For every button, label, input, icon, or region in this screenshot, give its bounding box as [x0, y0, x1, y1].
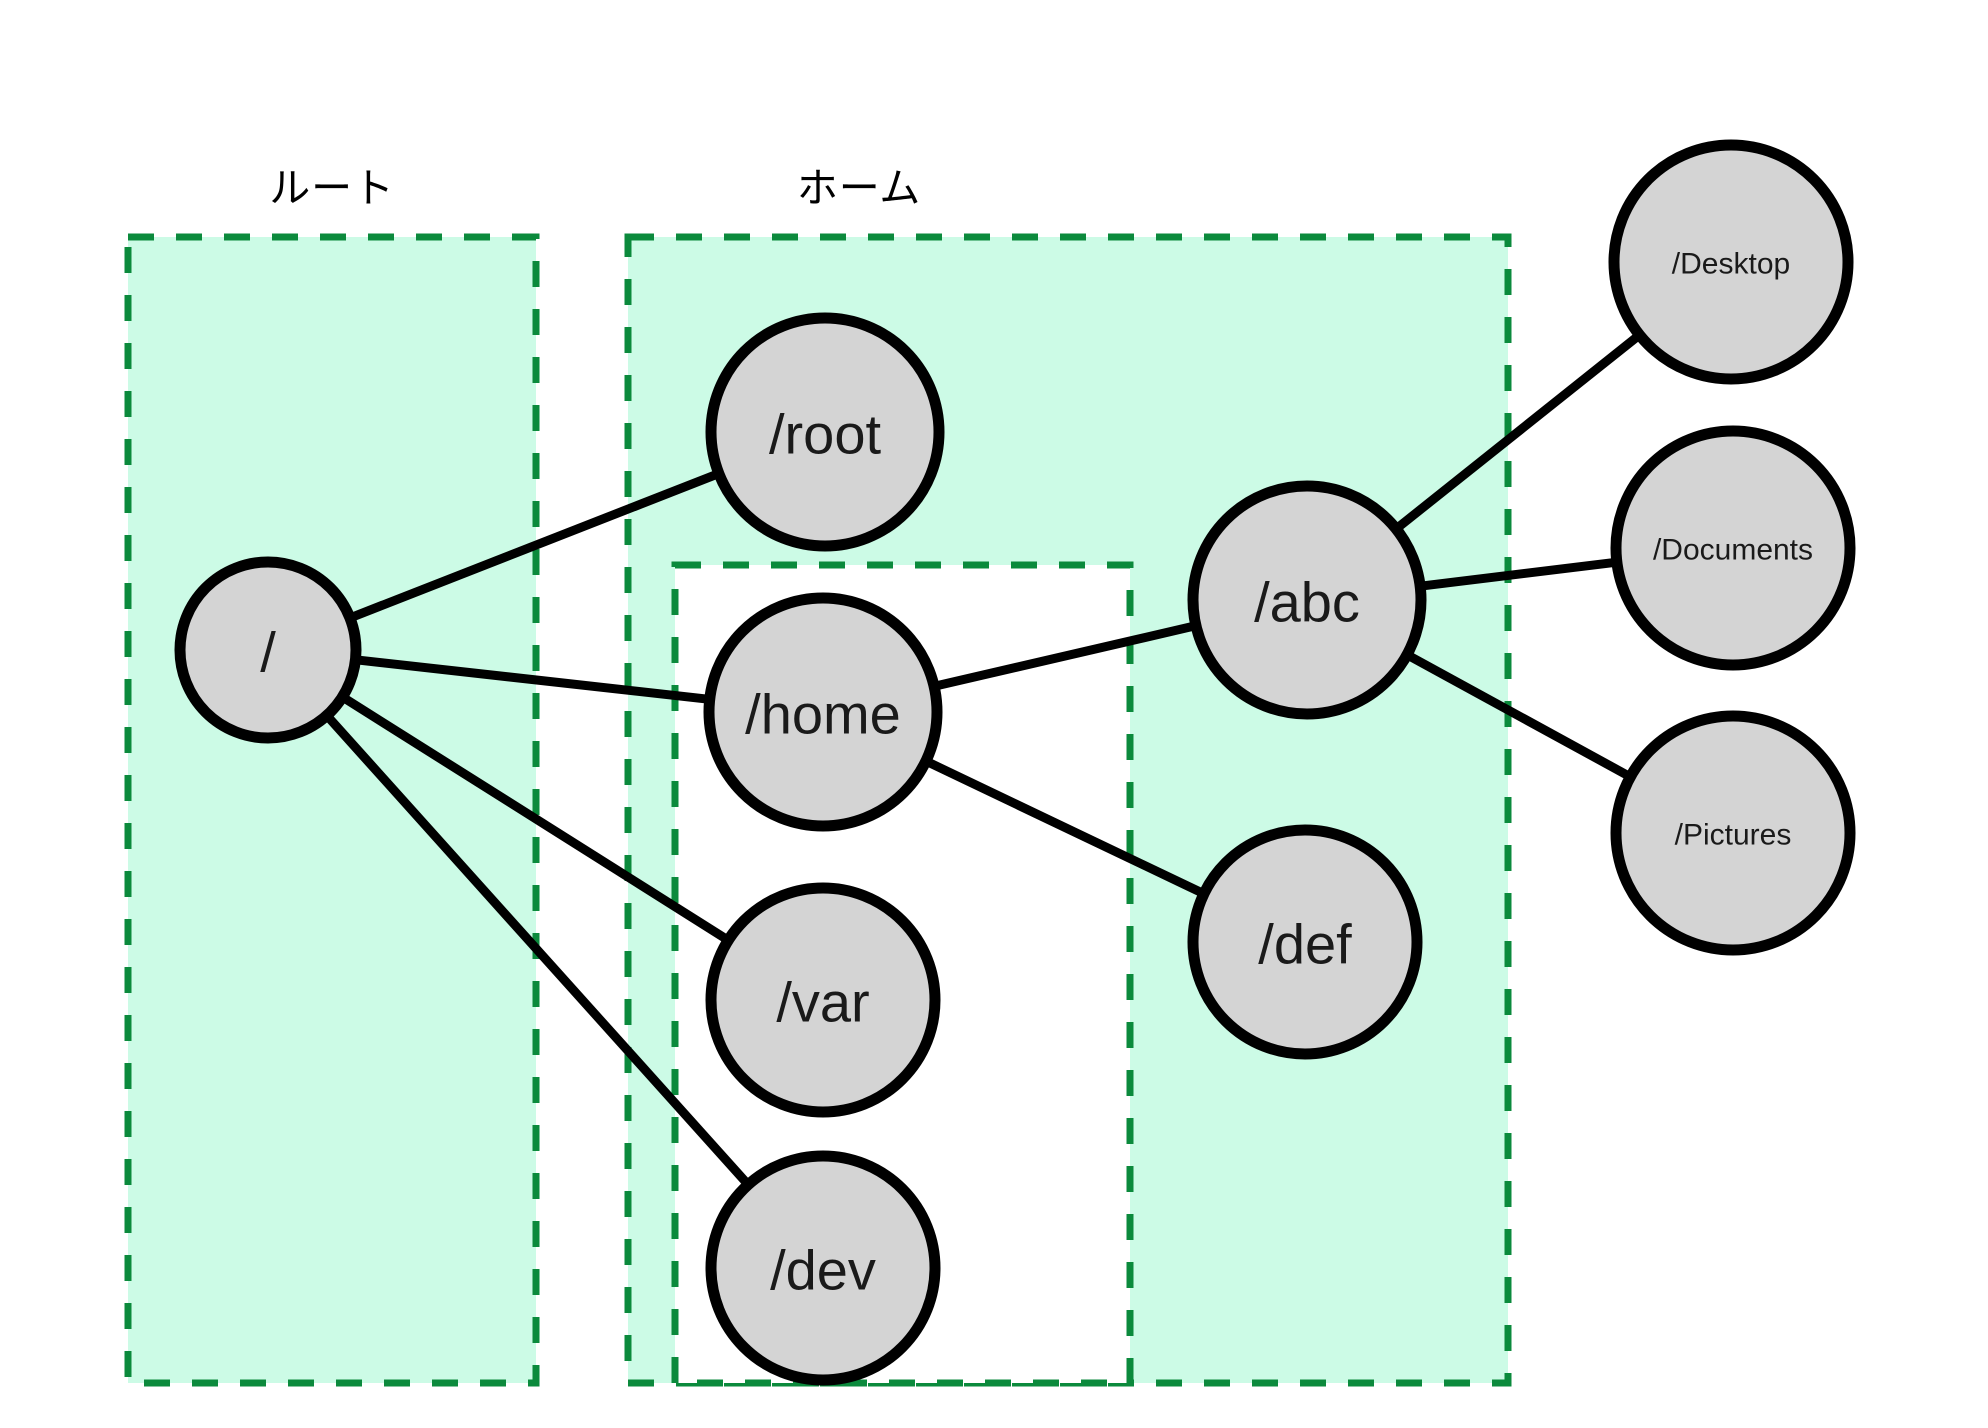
- node-circle-def[interactable]: [1187, 824, 1423, 1060]
- region-label-home-line1: ホーム: [796, 164, 922, 211]
- node-desktop[interactable]: /Desktop: [1608, 139, 1854, 385]
- edge-home-to-def: [920, 755, 1210, 900]
- edge-abc-to-desktop: [1390, 328, 1646, 535]
- node-def[interactable]: /def: [1187, 824, 1423, 1060]
- node-label-rootdir: /root: [769, 403, 881, 466]
- node-label-root: /: [260, 621, 276, 684]
- edge-abc-to-documents: [1415, 557, 1622, 592]
- edge-root-to-dev: [320, 709, 755, 1191]
- node-home[interactable]: /home: [703, 592, 943, 832]
- edge-root-to-rootdir: [344, 467, 725, 624]
- region-label-root-line1: ルート: [269, 164, 395, 211]
- node-rootdir[interactable]: /root: [705, 312, 945, 552]
- node-circle-desktop[interactable]: [1608, 139, 1854, 385]
- edge-abc-to-pictures: [1401, 648, 1637, 783]
- node-dev[interactable]: /dev: [705, 1150, 941, 1386]
- node-label-abc: /abc: [1254, 571, 1360, 634]
- node-circle-documents[interactable]: [1610, 425, 1856, 671]
- node-documents[interactable]: /Documents: [1610, 425, 1856, 671]
- edge-home-to-abc: [929, 620, 1201, 692]
- node-abc[interactable]: /abc: [1187, 480, 1427, 720]
- node-label-var: /var: [776, 971, 869, 1034]
- root-directory-region: [124, 233, 540, 1387]
- edge-root-to-home: [350, 654, 715, 705]
- node-circle-rootdir[interactable]: [705, 312, 945, 552]
- node-circle-home[interactable]: [703, 592, 943, 832]
- nodes-layer: / /root/home/var/dev/abc/def/Desktop/Docu…: [174, 139, 1856, 1386]
- node-label-dev: /dev: [770, 1239, 876, 1302]
- node-label-pictures: /Pictures: [1675, 819, 1792, 852]
- node-circle-root[interactable]: [174, 556, 362, 744]
- node-circle-dev[interactable]: [705, 1150, 941, 1386]
- node-label-def: /def: [1258, 913, 1352, 976]
- edge-root-to-var: [336, 691, 735, 947]
- edges-layer: [320, 328, 1646, 1191]
- node-var[interactable]: /var: [705, 882, 941, 1118]
- node-label-desktop: /Desktop: [1672, 248, 1790, 281]
- node-label-documents: /Documents: [1653, 534, 1813, 567]
- node-circle-abc[interactable]: [1187, 480, 1427, 720]
- node-label-home: /home: [745, 683, 901, 746]
- node-circle-pictures[interactable]: [1610, 710, 1856, 956]
- node-circle-var[interactable]: [705, 882, 941, 1118]
- node-root[interactable]: /: [174, 556, 362, 744]
- node-pictures[interactable]: /Pictures: [1610, 710, 1856, 956]
